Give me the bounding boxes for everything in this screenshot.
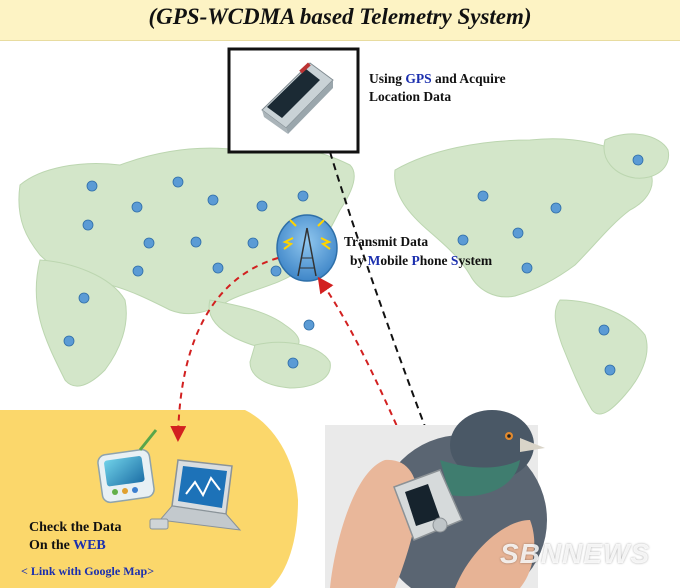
map-marker <box>212 262 224 274</box>
map-marker <box>143 237 155 249</box>
continent-north-america <box>394 138 653 298</box>
title-bar <box>0 0 680 41</box>
transmit-label: Transmit Data by Mobile Phone System <box>344 232 492 270</box>
map-marker <box>287 357 299 369</box>
map-marker <box>190 236 202 248</box>
gps-highlight: GPS <box>405 71 432 86</box>
pda-icon <box>97 429 158 504</box>
map-marker <box>604 364 616 376</box>
transmit-hl-m: M <box>367 253 381 268</box>
transmit-label-line1: Transmit Data <box>344 234 429 249</box>
map-marker <box>247 237 259 249</box>
transmit-hl-p: P <box>411 253 420 268</box>
map-marker <box>598 324 610 336</box>
map-marker <box>132 265 144 277</box>
transmit-hl-s: S <box>450 253 459 268</box>
watermark: SBNNEWS <box>500 538 651 569</box>
map-marker <box>477 190 489 202</box>
map-marker <box>270 265 282 277</box>
tower-to-web-arrow <box>170 257 279 442</box>
tracker-device-icon <box>393 469 463 541</box>
map-marker <box>457 234 469 246</box>
map-marker <box>82 219 94 231</box>
map-marker <box>632 154 644 166</box>
gps-device-icon <box>261 62 334 134</box>
pigeon-photo <box>325 410 547 588</box>
map-marker <box>63 335 75 347</box>
gps-to-bird-arrow <box>329 151 434 444</box>
map-marker <box>256 200 268 212</box>
map-marker <box>86 180 98 192</box>
laptop-icon <box>149 459 242 531</box>
transmit-mid2: hone <box>419 253 451 268</box>
web-highlight: WEB <box>73 538 106 553</box>
map-marker <box>512 227 524 239</box>
web-label: Check the Data On the WEB <box>29 519 122 555</box>
gps-label-line2: Location Data <box>369 89 452 104</box>
page-title: (GPS-WCDMA based Telemetry System) <box>148 4 532 29</box>
map-marker <box>131 201 143 213</box>
map-marker <box>303 319 315 331</box>
gps-label-suffix: and Acquire <box>431 71 506 86</box>
tower-icon <box>276 214 338 282</box>
web-label-line1: Check the Data <box>29 520 122 535</box>
transmit-mid1: obile <box>380 253 412 268</box>
world-map <box>18 133 670 415</box>
gps-label: Using GPS and Acquire Location Data <box>369 70 506 106</box>
map-markers <box>63 154 644 376</box>
map-marker <box>297 190 309 202</box>
map-marker <box>78 292 90 304</box>
continent-south-america <box>554 299 648 415</box>
map-marker <box>207 194 219 206</box>
google-map-link[interactable]: < Link with Google Map> <box>21 564 155 578</box>
map-marker <box>550 202 562 214</box>
web-label-prefix: On the <box>29 538 74 553</box>
continent-africa <box>35 259 127 387</box>
transmit-end: ystem <box>458 253 493 268</box>
map-marker <box>172 176 184 188</box>
web-panel <box>0 410 298 588</box>
transmit-label-prefix: by <box>350 253 368 268</box>
gps-label-prefix: Using <box>369 71 406 86</box>
map-marker <box>521 262 533 274</box>
